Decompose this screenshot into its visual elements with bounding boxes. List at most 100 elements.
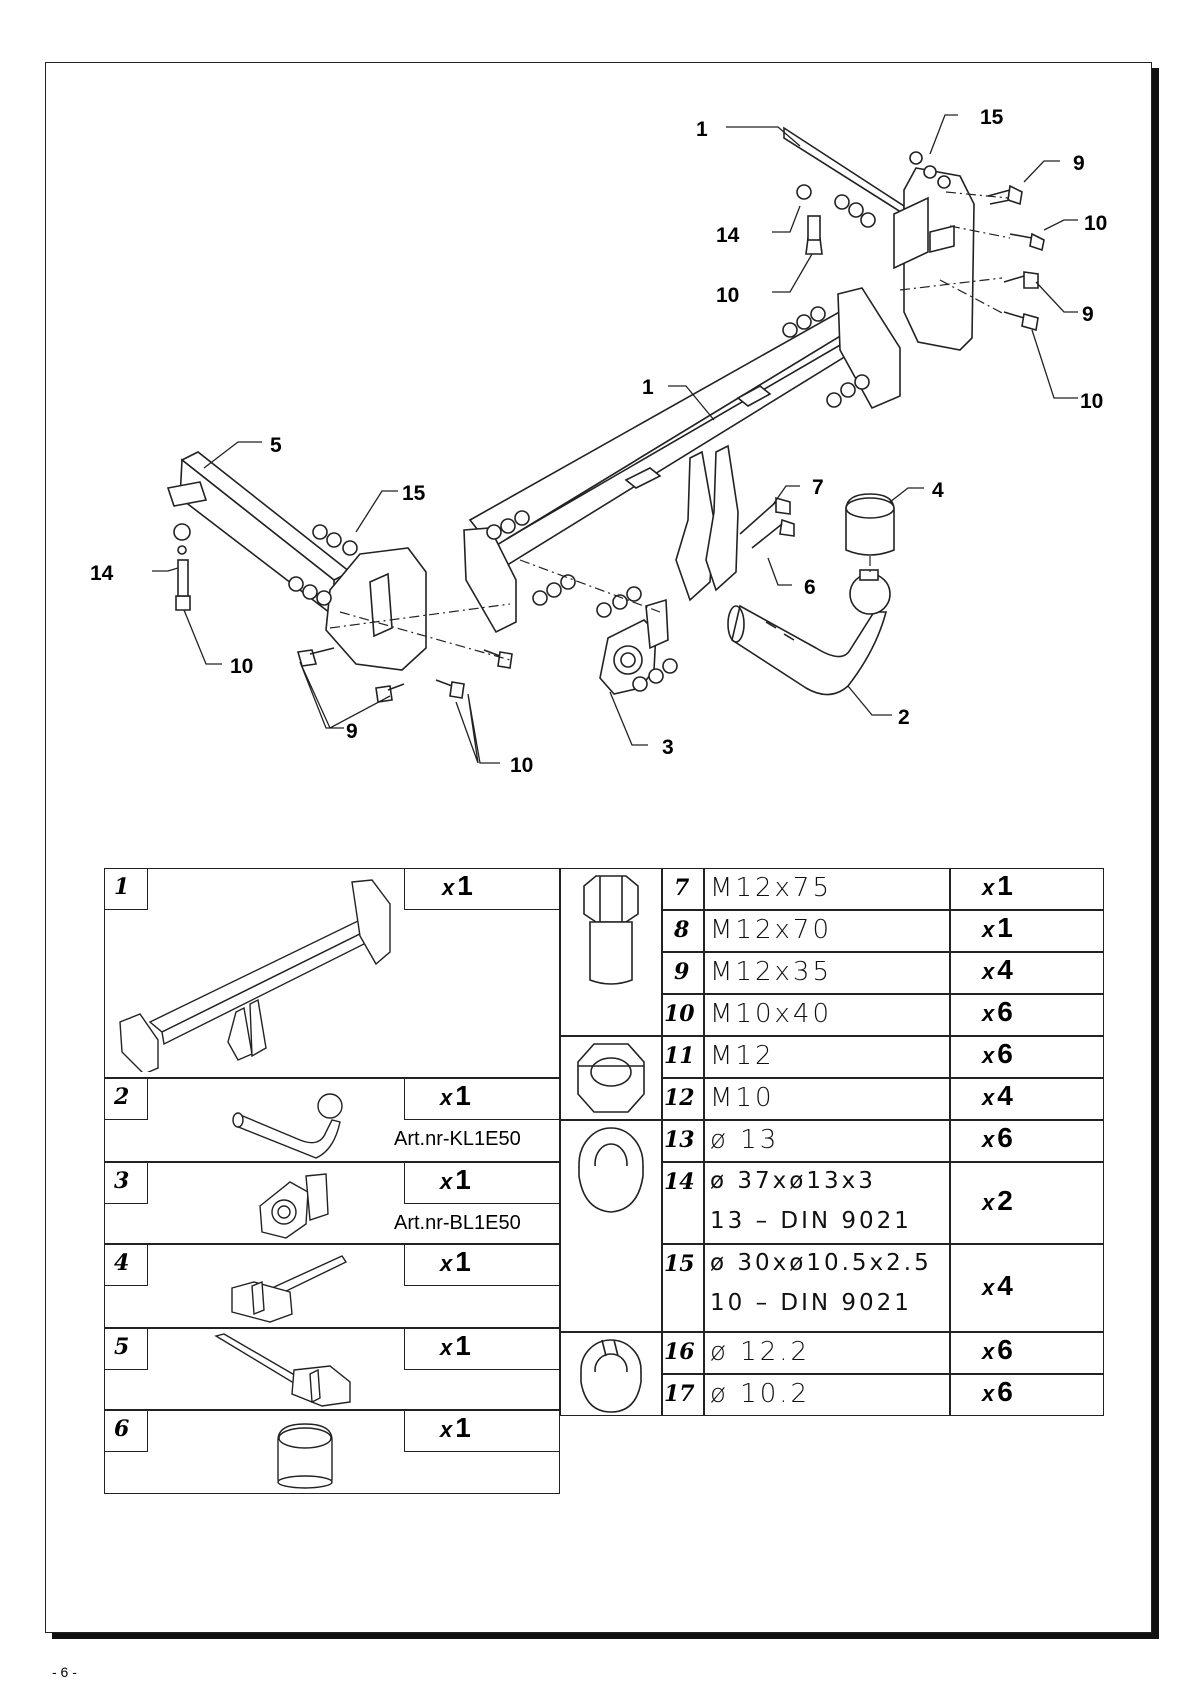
spring-washer-icon — [580, 1339, 642, 1413]
part-number: 14 — [664, 1169, 695, 1195]
main-cross-bar — [463, 287, 901, 634]
spec-cell — [704, 1244, 950, 1332]
part-number: 7 — [674, 875, 690, 901]
spec-text: M12x75 — [710, 873, 832, 903]
spec-cell — [704, 1374, 950, 1416]
qty-cell — [950, 1036, 1104, 1078]
callout-4: 1 — [696, 118, 708, 141]
bolt-icon — [583, 875, 639, 985]
qty-cell — [404, 1078, 560, 1120]
callout-9: 9 — [346, 720, 358, 743]
part-number-cell — [662, 1244, 704, 1332]
tow-ball — [727, 569, 891, 696]
qty-cell — [950, 1244, 1104, 1332]
part-number-cell — [662, 994, 704, 1036]
qty-cell — [950, 952, 1104, 994]
callout-7: 6 — [804, 576, 816, 599]
spec-cell — [704, 1036, 950, 1078]
spring-washer-image-cell — [560, 1332, 662, 1416]
assembly-lines — [329, 191, 1011, 661]
part-number: 17 — [664, 1381, 695, 1407]
part-number: 15 — [664, 1251, 695, 1277]
part-number: 16 — [664, 1339, 695, 1365]
callout-8: 7 — [812, 476, 824, 499]
callout-10: 10 — [1080, 390, 1103, 413]
washer-icon — [578, 1127, 644, 1213]
part-number: 11 — [664, 1043, 695, 1069]
callout-15: 15 — [402, 482, 426, 505]
spec-cell — [704, 994, 950, 1036]
page-number: - 6 - — [52, 1664, 77, 1680]
part-number: 13 — [664, 1127, 695, 1153]
spec-text: M12x35 — [710, 957, 832, 987]
callout-9: 9 — [1073, 152, 1085, 175]
ball-cover — [845, 493, 895, 556]
part-number: 1 — [114, 874, 130, 900]
callout-10: 10 — [716, 284, 739, 307]
part-row-6 — [104, 1410, 560, 1494]
spec-text-2: 10 – DIN 9021 — [710, 1290, 912, 1316]
part-number: 5 — [114, 1334, 130, 1360]
tow-ball-icon — [232, 1093, 343, 1159]
spec-text-2: 13 – DIN 9021 — [710, 1208, 912, 1234]
spec-cell — [704, 1162, 950, 1244]
part-row-1 — [104, 868, 560, 1078]
spec-text: ø 12.2 — [710, 1337, 811, 1367]
part-number: 3 — [114, 1168, 130, 1194]
spec-text: ø 10.2 — [710, 1379, 811, 1409]
qty-cell — [950, 1332, 1104, 1374]
spec-cell — [704, 910, 950, 952]
part-row-4 — [104, 1244, 560, 1328]
part-number-cell — [104, 868, 148, 910]
tow-bar-icon — [119, 879, 391, 1072]
qty-cell — [950, 1162, 1104, 1244]
washer-image-cell — [560, 1120, 662, 1332]
part-number: 9 — [674, 959, 690, 985]
spec-text: M12x70 — [710, 915, 832, 945]
ball-cover-icon — [277, 1423, 333, 1489]
qty-cell — [950, 1078, 1104, 1120]
bracket-icon — [214, 1333, 351, 1407]
spec-text: ø 13 — [710, 1125, 780, 1155]
socket-plate-icon — [259, 1173, 329, 1239]
callout-10: 10 — [230, 655, 253, 678]
part-number: 12 — [664, 1085, 695, 1111]
nut-image-cell — [560, 1036, 662, 1120]
part-number-cell — [104, 1078, 148, 1120]
part-number-cell — [662, 1332, 704, 1374]
qty-cell — [950, 910, 1104, 952]
nuts-and-washers — [173, 151, 951, 692]
callout-10: 10 — [1084, 212, 1107, 235]
part-number: 8 — [674, 917, 690, 943]
qty-cell — [404, 1162, 560, 1204]
article-number: Art.nr-KL1E50 — [394, 1128, 521, 1150]
part-number-cell — [104, 1244, 148, 1286]
spec-text: ø 30xø10.5x2.5 — [710, 1250, 932, 1276]
socket-plate — [599, 598, 669, 695]
part-number-cell — [662, 910, 704, 952]
qty-cell — [950, 1120, 1104, 1162]
nut-icon — [577, 1043, 645, 1113]
part-number-cell — [104, 1162, 148, 1204]
callout-9: 9 — [1082, 303, 1094, 326]
qty-cell — [404, 1328, 560, 1370]
part-number-cell — [662, 952, 704, 994]
spec-text: M10x40 — [710, 999, 832, 1029]
part-number-cell — [662, 1078, 704, 1120]
part-number: 2 — [114, 1084, 130, 1110]
part-number: 6 — [114, 1416, 130, 1442]
qty-cell — [950, 994, 1104, 1036]
